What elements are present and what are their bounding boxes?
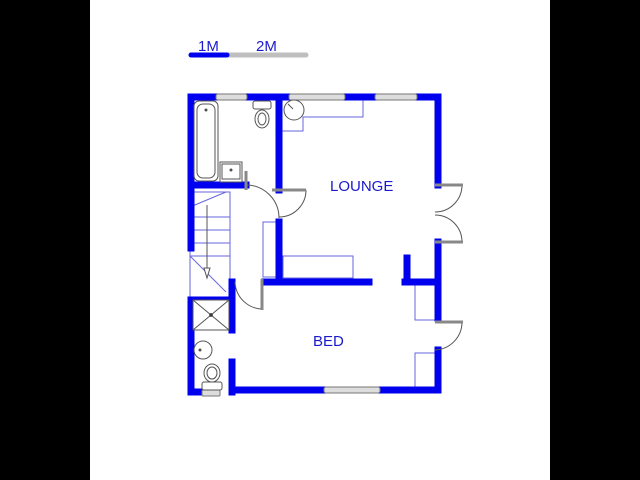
stair-arrow-icon <box>203 205 211 280</box>
shower-icon <box>192 299 230 331</box>
room-label-lounge: LOUNGE <box>330 178 393 195</box>
window <box>374 93 418 101</box>
toilet-icon <box>252 100 272 129</box>
letterbox-left <box>0 0 90 480</box>
door-swing-icon <box>245 184 280 219</box>
window <box>288 93 346 101</box>
door-swing-icon <box>278 189 307 218</box>
windows <box>201 93 418 397</box>
walls <box>187 93 442 396</box>
window <box>215 93 248 101</box>
floor-plan-canvas <box>90 0 550 480</box>
sink-icon <box>283 99 305 121</box>
toilet-icon <box>201 363 223 391</box>
scale-bar: 1M 2M <box>188 38 309 58</box>
doors <box>234 171 463 351</box>
room-label-bed: BED <box>313 333 344 350</box>
basin-icon <box>219 161 243 183</box>
door-swing-icon <box>434 321 463 351</box>
window <box>323 386 381 394</box>
door-swing-icon <box>434 214 463 243</box>
scale-label-2m: 2M <box>256 38 277 55</box>
window <box>201 389 221 397</box>
door-swing-icon <box>234 281 263 310</box>
letterbox-right <box>550 0 640 480</box>
scale-label-1m: 1M <box>198 38 219 55</box>
basin-icon <box>193 340 213 360</box>
bathtub-icon <box>193 100 219 182</box>
door-swing-icon <box>434 184 463 213</box>
